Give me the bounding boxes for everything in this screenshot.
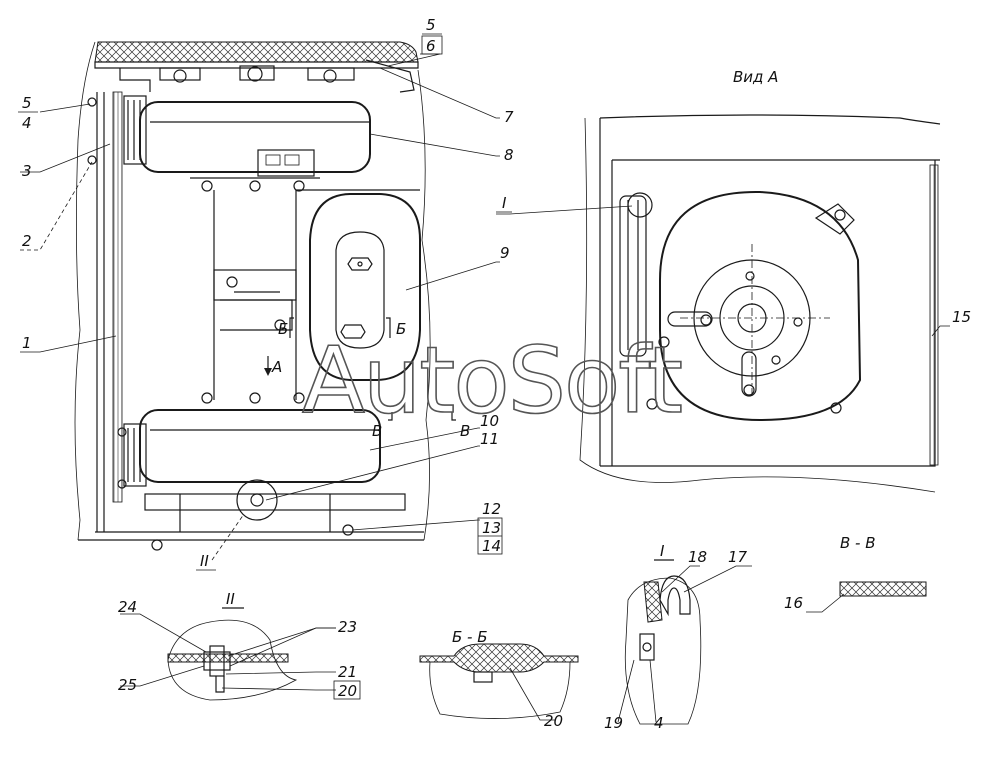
callout-numbers: 5 4 3 2 1 5 6 7 8 9 10 11 12 13 14 15 16… (18, 16, 971, 732)
section-v-right-label: В (460, 422, 470, 440)
view-a-arrow-label: A (271, 358, 282, 376)
outline-right (417, 69, 431, 541)
detail-1-ref-label: I (502, 194, 507, 212)
callout-6: 6 (426, 37, 436, 55)
section-bb-view (419, 643, 579, 721)
detail-1-title: I (660, 542, 665, 560)
callout-9: 9 (500, 244, 510, 262)
main-leaders (20, 53, 500, 561)
section-vv-strip (839, 581, 927, 597)
callout-4-detail: 4 (654, 714, 664, 732)
callout-17: 17 (728, 548, 748, 566)
callout-11: 11 (480, 430, 499, 448)
callout-24: 24 (118, 598, 137, 616)
callout-4-left: 4 (22, 114, 32, 132)
callout-20-section: 20 (544, 712, 563, 730)
fan-volute (659, 190, 862, 422)
detail-2-view (120, 613, 336, 701)
callout-18: 18 (688, 548, 707, 566)
callout-16: 16 (784, 594, 803, 612)
detail-2-title: II (226, 590, 235, 608)
section-vv-title: В - В (840, 534, 876, 552)
callout-25: 25 (118, 676, 137, 694)
callout-10: 10 (480, 412, 499, 430)
callout-23: 23 (338, 618, 357, 636)
callout-5-left: 5 (22, 94, 32, 112)
detail-2-ref-label: II (200, 552, 209, 570)
callout-1: 1 (22, 334, 32, 352)
callout-8: 8 (504, 146, 514, 164)
upper-heater (139, 101, 371, 173)
outline-left (74, 41, 96, 541)
roof-panel (94, 41, 419, 63)
detail-1-marker (627, 192, 653, 218)
callout-14: 14 (482, 537, 501, 555)
callout-7: 7 (504, 108, 514, 126)
callout-15: 15 (952, 308, 971, 326)
callout-19: 19 (604, 714, 623, 732)
callout-5-top: 5 (426, 16, 436, 34)
callout-2: 2 (22, 232, 32, 250)
view-a (496, 114, 950, 493)
main-view (74, 41, 456, 551)
section-bb-title: Б - Б (452, 628, 488, 646)
callout-20-detail: 20 (338, 682, 357, 700)
callout-3: 3 (22, 162, 32, 180)
section-b-left-label: Б (278, 320, 288, 338)
callout-13: 13 (482, 519, 501, 537)
section-vv-view (806, 581, 927, 613)
view-a-title: Вид А (733, 68, 778, 86)
left-wall (112, 91, 123, 503)
section-v-left-label: В (372, 422, 382, 440)
detail-2-marker (236, 479, 278, 521)
callout-21: 21 (338, 663, 357, 681)
watermark-text: AutoSoft (302, 327, 681, 434)
section-b-right-label: Б (396, 320, 406, 338)
slotted-plate (309, 193, 421, 381)
detail-1-view (617, 565, 752, 725)
callout-12: 12 (482, 500, 501, 518)
